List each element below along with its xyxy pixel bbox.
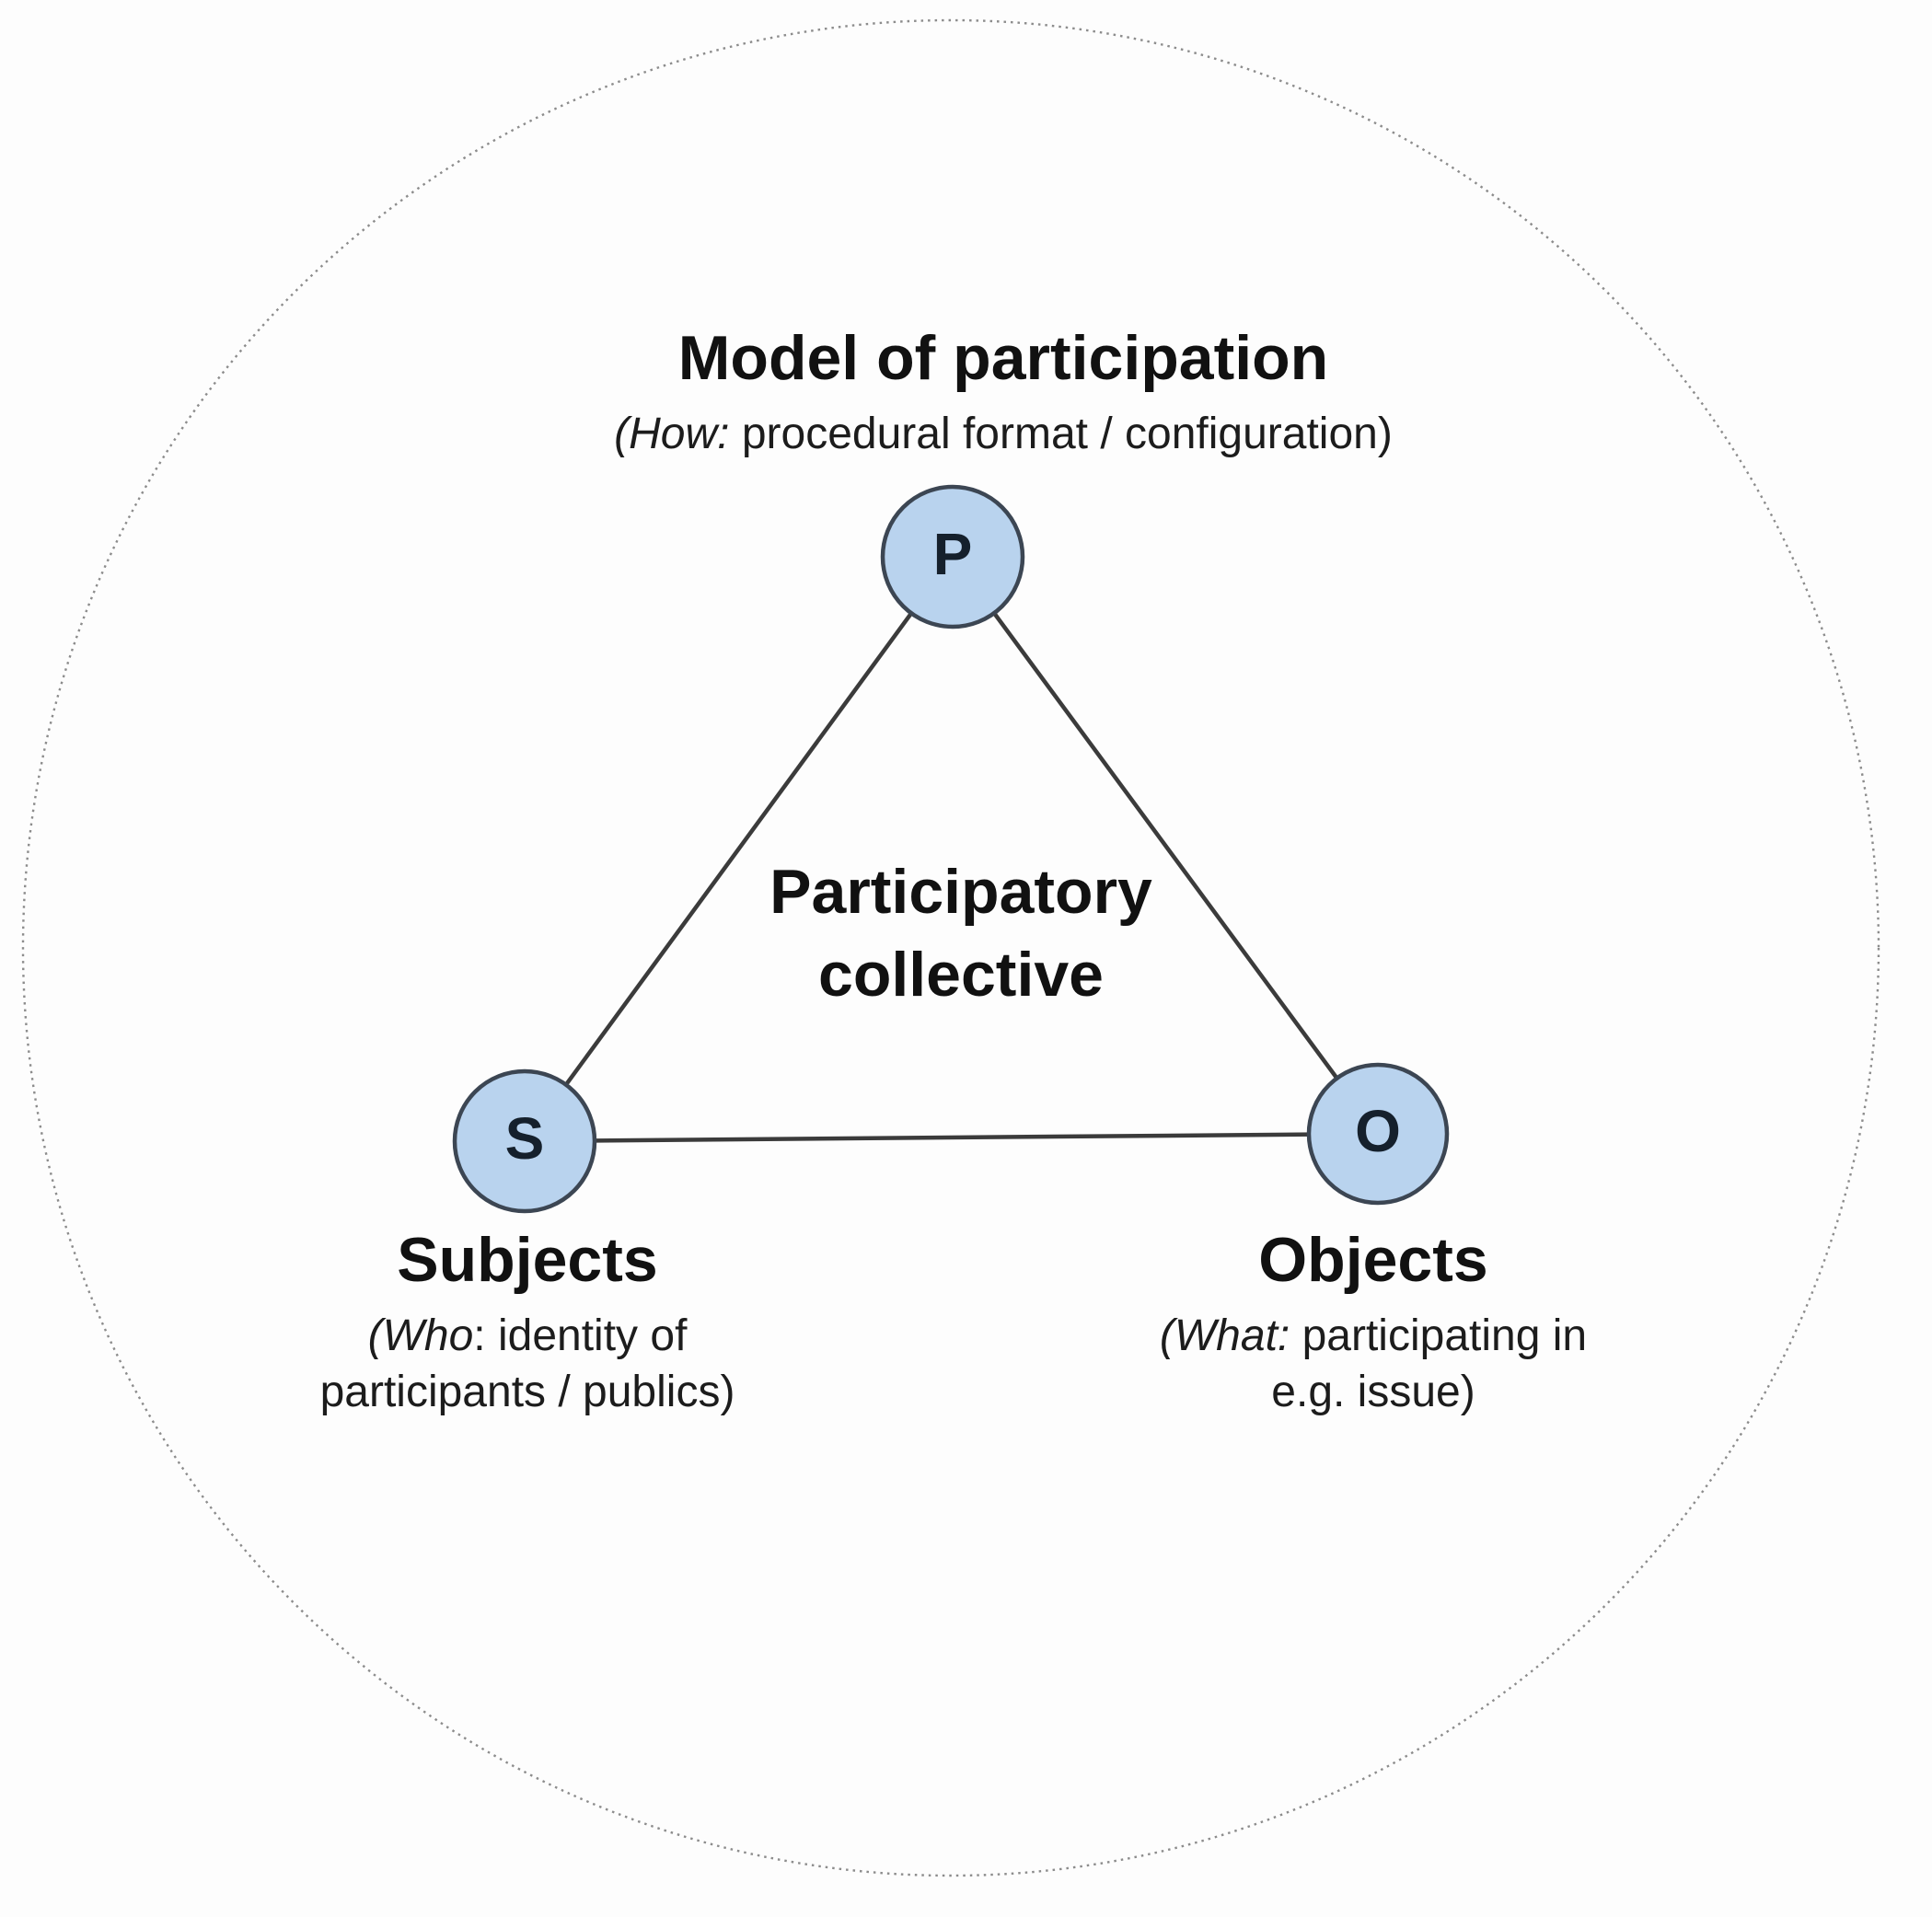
outer-boundary-circle	[21, 18, 1880, 1877]
triangle-edge-p-o	[951, 555, 1380, 1136]
objects-subtitle-line2: e.g. issue)	[1271, 1367, 1475, 1416]
subjects-label-subtitle: (Who: identity of participants / publics…	[320, 1309, 735, 1420]
objects-label-subtitle: (What: participating in e.g. issue)	[1160, 1309, 1587, 1420]
node-letter-p: P	[932, 521, 973, 588]
node-letter-s: S	[504, 1105, 545, 1172]
top-label-title: Model of participation	[677, 323, 1329, 393]
top-label: Model of participation (How: procedural …	[614, 322, 1393, 463]
triangle-edge-p-s	[523, 555, 954, 1143]
center-label-line2: collective	[818, 939, 1104, 1010]
objects-subtitle-line1: (What: participating in	[1160, 1309, 1587, 1364]
center-label: Participatory collective	[769, 851, 1152, 1017]
subjects-label-title: Subjects	[397, 1225, 658, 1295]
subjects-subtitle-line1: (Who: identity of	[320, 1309, 735, 1364]
top-label-subtitle-italic: (How:	[614, 410, 730, 459]
objects-label-title: Objects	[1258, 1225, 1488, 1295]
objects-subtitle-italic: (What:	[1159, 1311, 1290, 1361]
center-label-line1: Participatory	[769, 857, 1152, 927]
subjects-label: Subjects (Who: identity of participants …	[320, 1224, 735, 1420]
objects-label: Objects (What: participating in e.g. iss…	[1160, 1224, 1587, 1420]
subjects-subtitle-line2: participants / publics)	[319, 1367, 735, 1416]
node-circle-p	[880, 484, 1025, 629]
node-circle-s	[452, 1068, 597, 1214]
objects-subtitle-rest: participating in	[1290, 1311, 1588, 1361]
subjects-subtitle-rest: : identity of	[473, 1311, 688, 1361]
node-letter-o: O	[1355, 1098, 1401, 1165]
top-label-subtitle: (How: procedural format / configuration)	[614, 407, 1393, 462]
subjects-subtitle-italic: (Who	[367, 1311, 474, 1361]
node-circle-o	[1306, 1062, 1450, 1206]
top-label-subtitle-rest: procedural format / configuration)	[729, 410, 1393, 459]
triangle-edge-s-o	[524, 1131, 1379, 1144]
